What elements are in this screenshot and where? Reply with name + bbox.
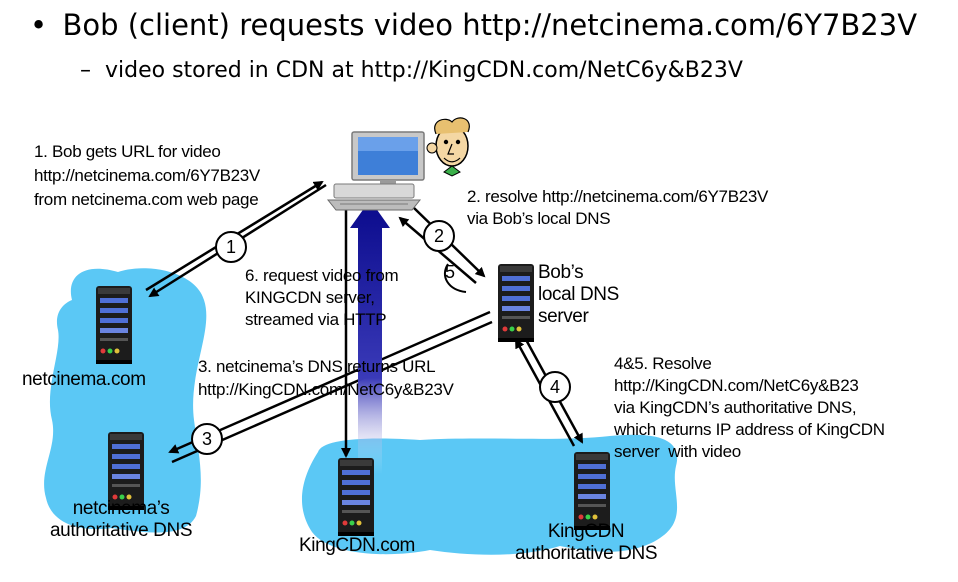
step-marker-4: 4 — [539, 371, 571, 403]
kingcdn-server-icon — [338, 458, 374, 536]
slide-sub-bullet: – video stored in CDN at http://KingCDN.… — [80, 58, 743, 83]
kingcdn-dns-server-icon — [574, 452, 610, 530]
bullet-text: Bob (client) requests video http://netci… — [62, 8, 918, 42]
kingcdn-label: KingCDN.com — [299, 535, 415, 556]
netcinema-cloud — [44, 268, 207, 533]
step-marker-3: 3 — [191, 423, 223, 455]
step3-text: 3. netcinema’s DNS returns URL http://Ki… — [198, 357, 454, 399]
arrow-step3-b — [171, 320, 493, 464]
netcinema-server-icon — [96, 286, 132, 364]
step45-text: 4&5. Resolve http://KingCDN.com/NetC6y&B… — [614, 354, 885, 461]
arrow-step3-a — [168, 310, 491, 454]
local-dns-server-icon — [498, 264, 534, 342]
kingcdn-dns-label: KingCDN authoritative DNS — [515, 521, 658, 564]
step5-arc — [443, 263, 467, 293]
slide-bullet: • Bob (client) requests video http://net… — [30, 8, 917, 42]
step6-text: 6. request video from KINGCDN server, st… — [245, 266, 399, 329]
step-marker-2: 2 — [423, 220, 455, 252]
step-marker-1: 1 — [215, 231, 247, 263]
bob-face-icon — [426, 117, 470, 177]
step1-text: 1. Bob gets URL for video http://netcine… — [34, 142, 260, 209]
netcinema-label: netcinema.com — [22, 369, 146, 390]
local-dns-label: Bob’s local DNS server — [538, 262, 619, 327]
bullet-dot-icon: • — [30, 8, 48, 42]
netcinema-dns-label: netcinema’s authoritative DNS — [50, 498, 193, 541]
sub-bullet-text: video stored in CDN at http://KingCDN.co… — [105, 58, 743, 83]
desktop-computer-icon — [326, 131, 425, 211]
step-marker-5: 5 — [444, 261, 455, 282]
video-stream-arrow — [350, 200, 390, 474]
step2-text: 2. resolve http://netcinema.com/6Y7B23V … — [467, 187, 769, 228]
